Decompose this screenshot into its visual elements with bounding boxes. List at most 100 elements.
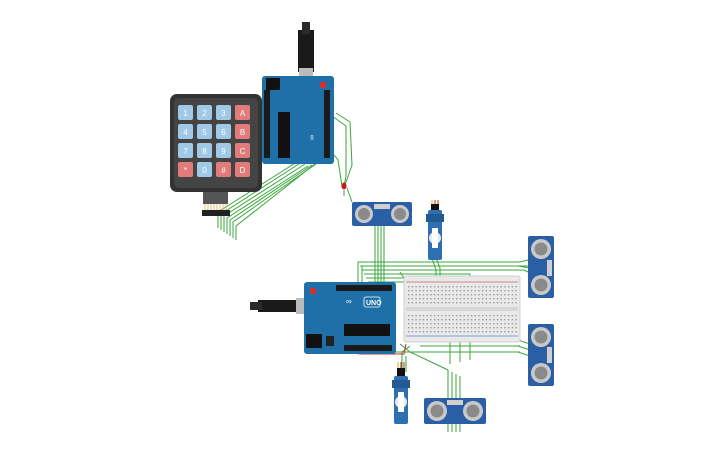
keypad-key[interactable]: [197, 162, 212, 177]
breadboard-hole: [482, 323, 484, 325]
breadboard-hole: [448, 298, 451, 300]
breadboard[interactable]: [403, 275, 521, 343]
breadboard-hole: [507, 323, 510, 325]
breadboard-hole: [430, 286, 432, 288]
breadboard-hole: [459, 319, 462, 321]
breadboard-hole: [441, 315, 443, 317]
breadboard-hole: [485, 302, 488, 304]
breadboard-hole: [474, 323, 476, 325]
breadboard-hole: [463, 327, 465, 329]
breadboard-hole: [437, 298, 439, 300]
breadboard-hole: [493, 315, 495, 317]
breadboard-hole: [463, 315, 465, 317]
breadboard-hole: [482, 286, 484, 288]
breadboard-hole: [467, 290, 469, 292]
keypad-key-label: 9: [221, 147, 226, 156]
breadboard-hole: [430, 319, 432, 321]
breadboard-hole: [496, 331, 499, 333]
breadboard-hole: [474, 331, 476, 333]
keypad-key[interactable]: [197, 124, 212, 139]
breadboard-hole: [507, 290, 510, 292]
breadboard-hole: [504, 323, 506, 325]
keypad-key[interactable]: [216, 143, 231, 158]
breadboard-hole: [515, 327, 517, 329]
breadboard-hole: [430, 298, 432, 300]
keypad-key[interactable]: [178, 143, 193, 158]
ultrasonic-sensor-2[interactable]: [528, 236, 554, 298]
breadboard-hole: [467, 294, 469, 296]
breadboard-hole: [511, 327, 513, 329]
breadboard-hole: [515, 331, 517, 333]
breadboard-hole: [489, 290, 491, 292]
breadboard-hole: [500, 315, 502, 317]
breadboard-hole: [452, 286, 454, 288]
keypad-key[interactable]: [197, 105, 212, 120]
breadboard-hole: [474, 327, 476, 329]
keypad-key-label: 8: [202, 147, 207, 156]
breadboard-hole: [441, 290, 443, 292]
breadboard-hole: [496, 319, 499, 321]
breadboard-hole: [419, 302, 421, 304]
breadboard-hole: [456, 290, 458, 292]
breadboard-hole: [482, 290, 484, 292]
keypad-key-label: *: [184, 166, 187, 175]
keypad-key[interactable]: [235, 143, 250, 158]
reset-button-icon[interactable]: [320, 82, 326, 88]
breadboard-hole: [437, 327, 439, 329]
keypad-key[interactable]: [216, 162, 231, 177]
breadboard-hole: [500, 331, 502, 333]
breadboard-hole: [452, 323, 454, 325]
breadboard-hole: [463, 290, 465, 292]
keypad-key[interactable]: [216, 124, 231, 139]
breadboard-hole: [415, 302, 417, 304]
breadboard-hole: [448, 331, 451, 333]
breadboard-hole: [515, 294, 517, 296]
breadboard-hole: [448, 323, 451, 325]
breadboard-hole: [504, 298, 506, 300]
reset-button-icon[interactable]: [310, 288, 316, 294]
breadboard-hole: [485, 327, 488, 329]
keypad-key[interactable]: [178, 162, 193, 177]
arduino-uno-top[interactable]: ∞: [262, 22, 334, 164]
breadboard-hole: [470, 302, 473, 304]
breadboard-hole: [437, 302, 439, 304]
ultrasonic-sensor-3[interactable]: [528, 324, 554, 386]
ultrasonic-sensor-4[interactable]: [424, 398, 486, 424]
led-icon[interactable]: [341, 182, 347, 196]
keypad-key[interactable]: [235, 105, 250, 120]
breadboard-hole: [482, 294, 484, 296]
keypad-key[interactable]: [235, 162, 250, 177]
breadboard-hole: [422, 290, 425, 292]
breadboard-hole: [430, 290, 432, 292]
keypad-key[interactable]: [178, 124, 193, 139]
keypad-key[interactable]: [235, 124, 250, 139]
breadboard-hole: [493, 327, 495, 329]
breadboard-hole: [493, 331, 495, 333]
keypad-key-label: 6: [221, 128, 226, 137]
breadboard-hole: [500, 286, 502, 288]
arduino-uno-bottom[interactable]: ∞ UNO: [250, 282, 396, 354]
arduino-logo: ∞: [309, 135, 316, 140]
keypad-key[interactable]: [197, 143, 212, 158]
servo-motor-2[interactable]: [392, 362, 410, 424]
ultrasonic-sensor-1[interactable]: [352, 202, 412, 226]
breadboard-hole: [485, 331, 488, 333]
breadboard-hole: [485, 298, 488, 300]
breadboard-hole: [511, 290, 513, 292]
wire: [232, 163, 317, 238]
breadboard-hole: [515, 298, 517, 300]
wire: [346, 187, 353, 203]
breadboard-hole: [445, 298, 447, 300]
breadboard-hole: [448, 286, 451, 288]
breadboard-hole: [445, 327, 447, 329]
servo-motor-1[interactable]: [426, 200, 444, 260]
keypad-key[interactable]: [216, 105, 231, 120]
breadboard-hole: [504, 319, 506, 321]
breadboard-hole: [456, 302, 458, 304]
breadboard-hole: [463, 302, 465, 304]
keypad-key[interactable]: [178, 105, 193, 120]
breadboard-hole: [426, 294, 428, 296]
breadboard-hole: [411, 315, 414, 317]
breadboard-hole: [474, 290, 476, 292]
